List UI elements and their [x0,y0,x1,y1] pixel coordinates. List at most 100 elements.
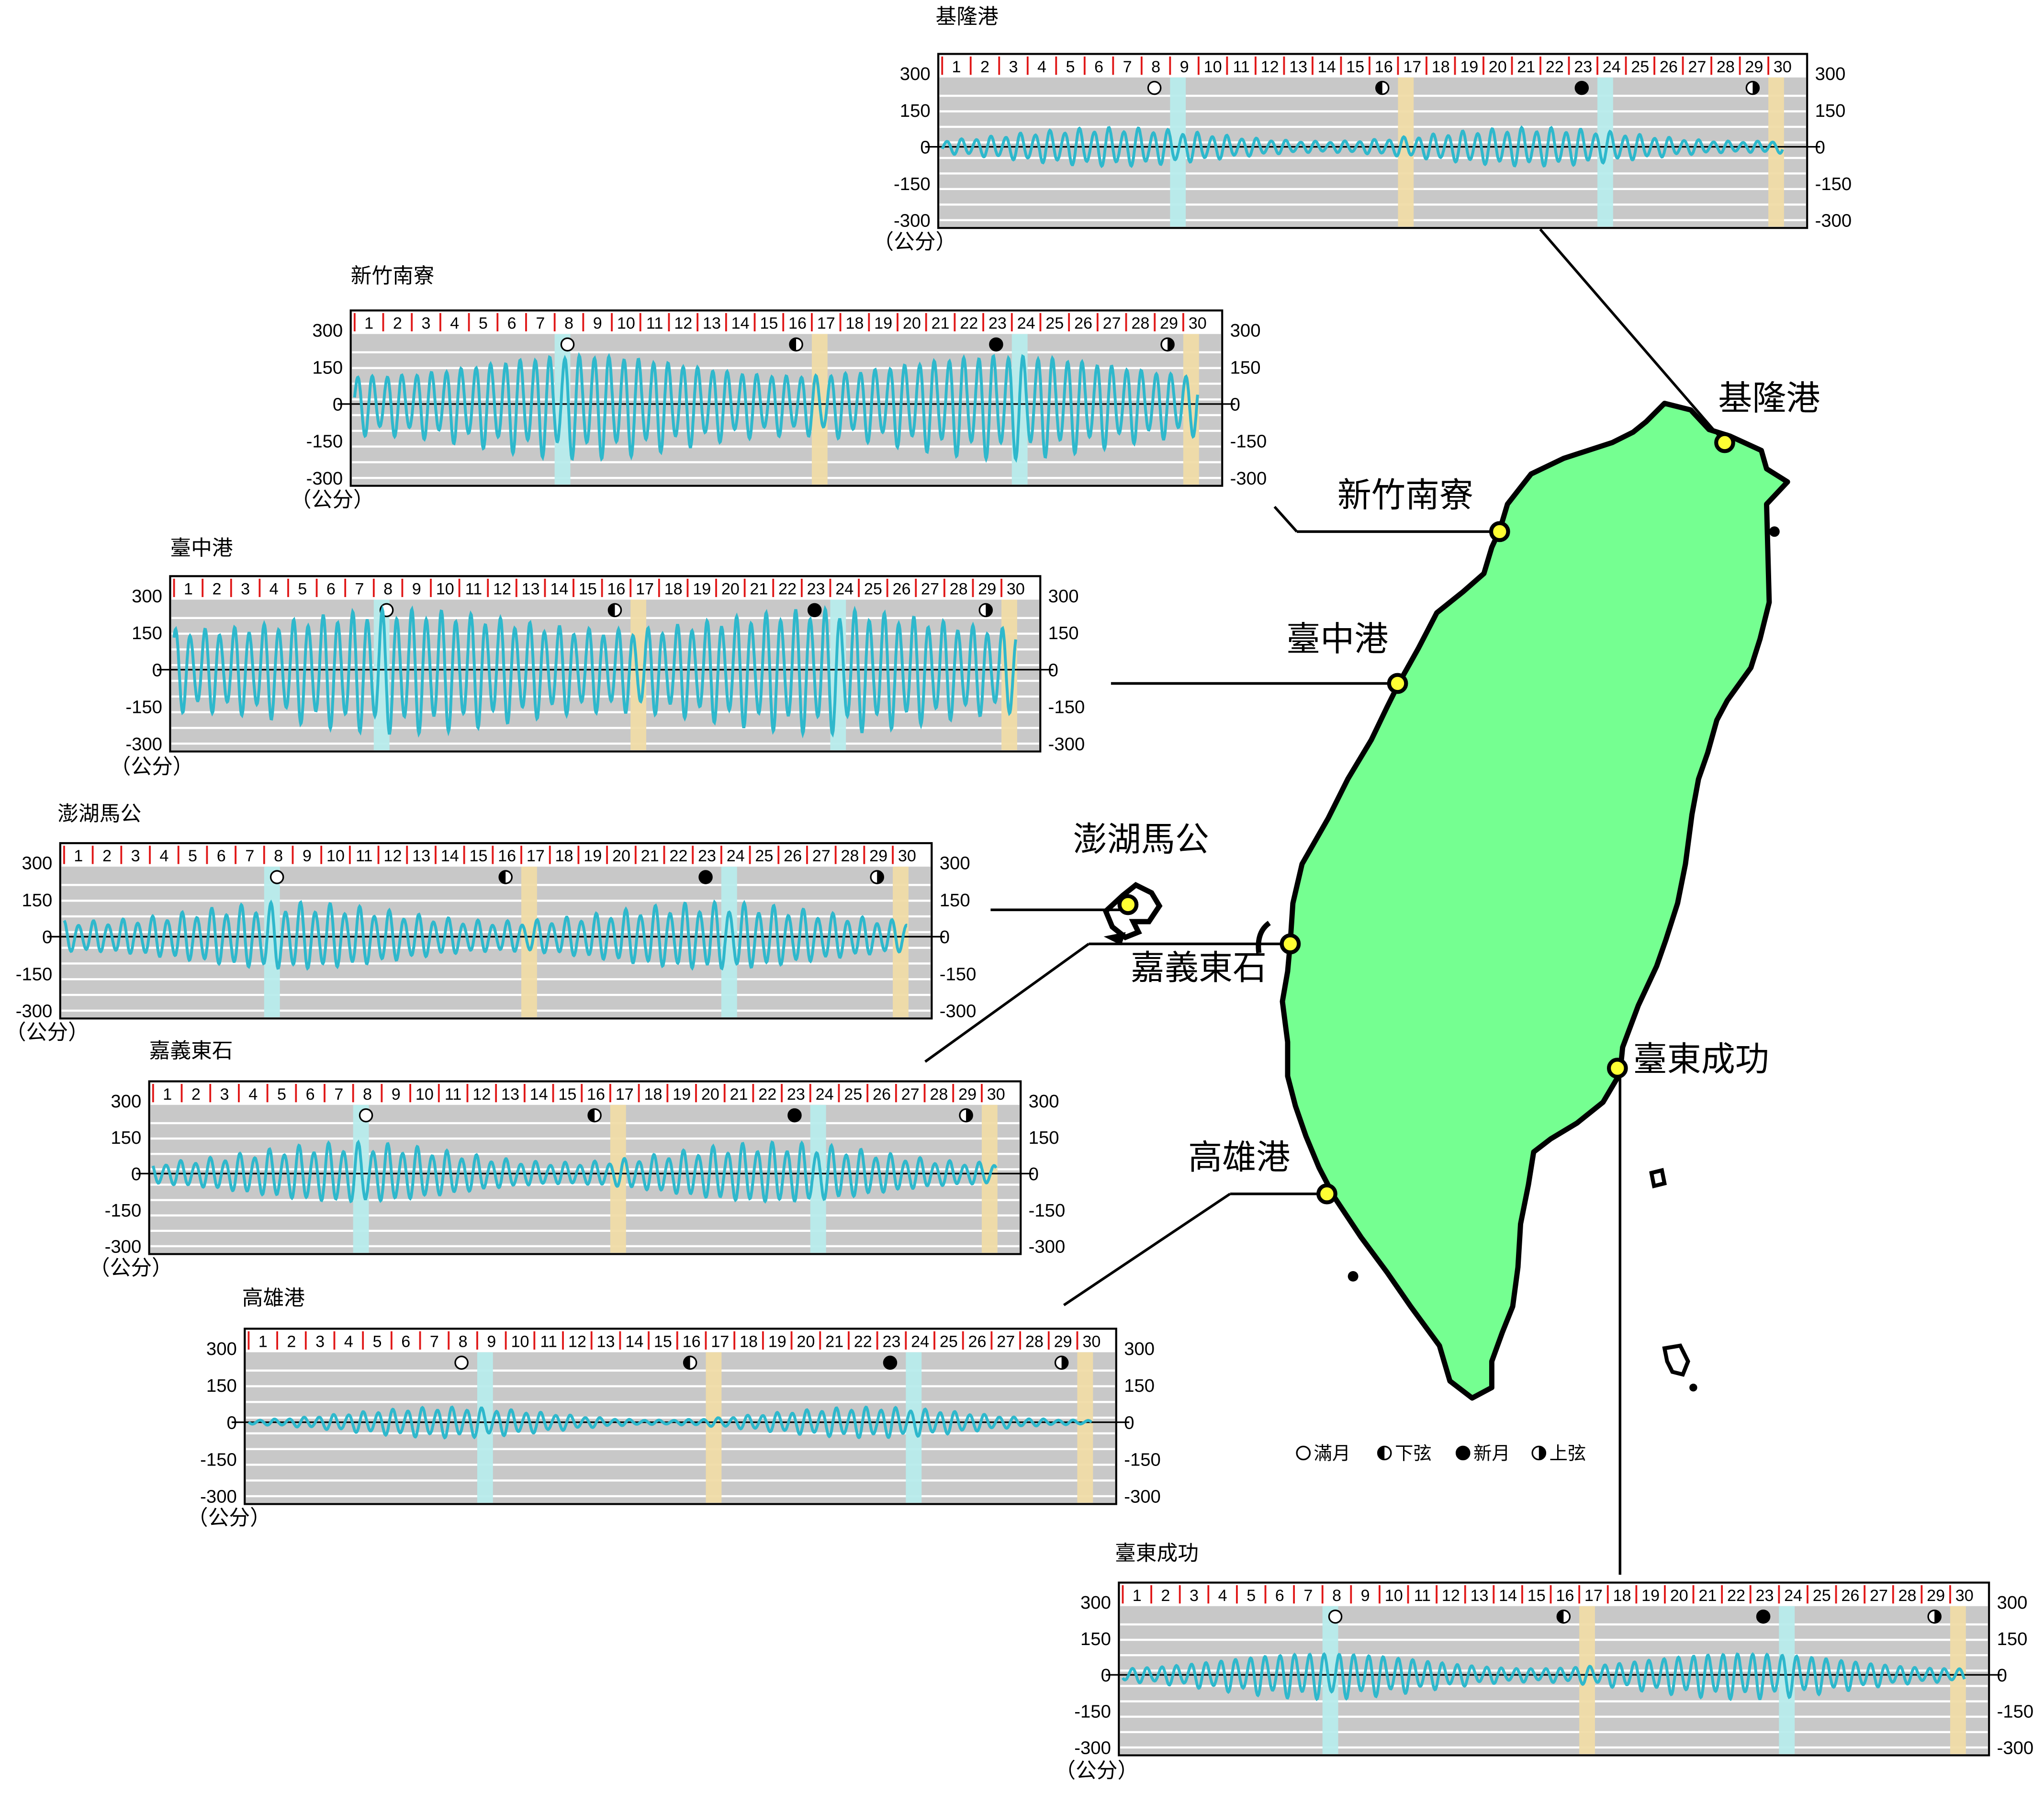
orchid-islet [1689,1383,1697,1392]
y-tick-left: -150 [16,964,53,984]
tide-wave [247,1405,1092,1440]
day-label: 26 [1660,58,1678,76]
day-label: 27 [1870,1587,1888,1605]
day-label: 1 [364,315,373,333]
panel-title: 基隆港 [936,5,999,29]
day-label: 17 [1584,1587,1603,1605]
y-tick-right: 300 [1048,586,1079,607]
station-label: 澎湖馬公 [1073,821,1209,858]
y-tick-right: -150 [1815,174,1852,194]
day-label: 18 [845,315,864,333]
full-moon-icon [1147,80,1162,95]
panel-title: 澎湖馬公 [57,802,141,826]
day-label: 27 [812,847,831,865]
day-label: 15 [469,847,487,865]
day-label: 10 [416,1085,434,1104]
y-tick-left: 150 [111,1128,141,1148]
y-tick-left: 150 [132,623,162,643]
y-tick-left: 300 [1080,1592,1111,1613]
moon-legend: 滿月下弦新月上弦 [1296,1443,1586,1464]
day-label: 28 [1717,58,1735,76]
day-label: 15 [760,315,778,333]
tide-wave [353,352,1199,463]
day-label: 29 [1054,1332,1072,1351]
day-label: 11 [465,580,482,598]
station-label: 嘉義東石 [1131,949,1267,987]
y-tick-left: 300 [22,853,52,874]
leader-line [1539,228,1726,444]
day-label: 14 [1318,58,1336,76]
day-label: 25 [940,1332,958,1351]
day-label: 21 [641,847,659,865]
tide-wave [63,899,908,971]
day-label: 30 [1189,315,1207,333]
neap-tide-band [1077,1352,1093,1503]
y-tick-right: -150 [1029,1200,1066,1221]
day-label: 6 [401,1332,410,1351]
day-label: 17 [527,847,545,865]
day-label: 24 [1017,315,1035,333]
day-label: 2 [287,1332,296,1351]
day-label: 4 [450,315,459,333]
y-tick-right: 0 [1048,660,1058,680]
day-label: 29 [1160,315,1178,333]
day-label: 5 [277,1085,286,1104]
day-label: 15 [558,1085,576,1104]
station-marker [1316,1183,1337,1205]
first-quarter-icon-shade [877,870,884,884]
last-quarter-icon-shade [684,1356,690,1369]
day-label: 3 [422,315,431,333]
day-label: 6 [326,580,336,598]
last-quarter-icon-shade [499,870,506,884]
y-tick-right: -300 [1997,1738,2034,1759]
first-quarter-shade [1539,1446,1546,1460]
day-label: 18 [1432,58,1450,76]
day-label: 7 [1123,58,1132,76]
station-marker [1117,894,1139,915]
y-tick-right: 0 [940,927,950,947]
day-label: 9 [392,1085,401,1104]
day-label: 21 [1698,1587,1717,1605]
day-label: 18 [644,1085,662,1104]
day-label: 4 [159,847,168,865]
day-label: 28 [1131,315,1149,333]
day-label: 6 [507,315,517,333]
taiwan-island [1280,401,1790,1401]
day-label: 30 [987,1085,1005,1104]
neap-tide-band [610,1105,626,1253]
day-label: 5 [373,1332,382,1351]
day-label: 23 [988,315,1007,333]
day-label: 20 [1670,1587,1688,1605]
day-label: 16 [788,315,807,333]
day-label: 3 [1009,58,1018,76]
day-label: 14 [441,847,459,865]
y-tick-left: 150 [312,357,343,378]
first-quarter-icon-shade [1168,338,1174,351]
day-label: 2 [212,580,221,598]
day-label: 10 [436,580,454,598]
panel-title: 臺中港 [170,537,233,560]
first-quarter-icon-shade [986,604,992,617]
y-tick-left: -300 [894,210,931,231]
day-label: 7 [1303,1587,1313,1605]
y-tick-left: 0 [920,137,930,158]
day-label: 1 [952,58,961,76]
y-tick-right: -150 [1230,431,1267,452]
first-quarter-icon-shade [966,1109,973,1122]
last-quarter-icon-shade [608,604,615,617]
station-marker [1714,432,1735,453]
y-tick-left: 0 [333,395,343,415]
day-label: 4 [1218,1587,1227,1605]
day-label: 17 [1403,58,1421,76]
y-tick-right: 300 [1815,64,1846,84]
day-label: 14 [1499,1587,1517,1605]
day-label: 8 [363,1085,372,1104]
day-label: 3 [131,847,140,865]
day-label: 6 [217,847,226,865]
y-tick-right: 150 [1048,623,1079,643]
day-label: 29 [869,847,887,865]
day-label: 25 [864,580,882,598]
